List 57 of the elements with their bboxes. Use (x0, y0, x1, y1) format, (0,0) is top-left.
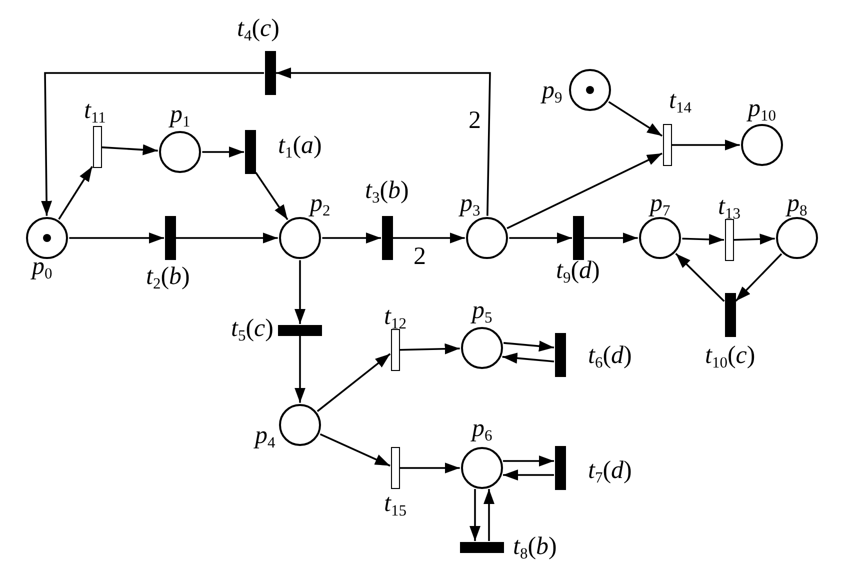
transition-label: t$_{3}$(b) (365, 178, 409, 206)
place-label: p$_{9}$ (542, 78, 562, 106)
transition-label: t$_{4}$(c) (237, 16, 280, 44)
place-label: p$_{0}$ (32, 254, 52, 282)
arc-arrow (176, 232, 278, 244)
arc-arrow (58, 166, 93, 220)
arc-arrow (393, 232, 465, 244)
arc-arrow (675, 252, 725, 302)
arc-arrow (470, 489, 480, 541)
arc-arrow (506, 152, 662, 230)
arc-arrow (682, 234, 724, 245)
place-label: p$_{2}$ (310, 191, 330, 220)
transition-label: t$_{8}$(b) (513, 534, 557, 562)
arc-arrow (672, 140, 740, 150)
place-label: p$_{10}$ (748, 96, 776, 124)
arc-arrow (41, 72, 264, 216)
arc-arrow (400, 462, 460, 474)
arc-arrow (503, 470, 554, 480)
arc-arrow (102, 144, 158, 156)
place-label: p$_{6}$ (472, 416, 492, 444)
transition-label: t$_{10}$(c) (705, 343, 756, 372)
arc-arrow (276, 68, 491, 216)
place-label: p$_{5}$ (472, 298, 492, 326)
place-label: p$_{1}$ (170, 102, 190, 130)
arc-arrow (294, 336, 306, 403)
arc-arrow (484, 489, 494, 541)
transition-label: t$_{2}$(b) (146, 264, 190, 292)
transition-label: t$_{12}$ (384, 304, 406, 332)
place-label: p$_{8}$ (787, 191, 808, 220)
transition-label: t$_{13}$ (718, 194, 740, 222)
arc-arrow (320, 433, 390, 467)
arc-arrow (400, 343, 460, 354)
arc-arrow (294, 260, 306, 324)
arc-arrow (584, 232, 638, 244)
place-label: p$_{7}$ (650, 191, 670, 220)
transition-label: t$_{11}$ (84, 98, 106, 126)
place-label: p$_{4}$ (255, 423, 276, 452)
arc-arrow (502, 352, 554, 364)
arc-arrow (735, 253, 782, 302)
arc-arrow (202, 146, 244, 158)
transition-label: t$_{15}$ (384, 491, 406, 520)
transition-label: t$_{1}$(a) (278, 133, 322, 162)
arc-arrow (69, 232, 164, 244)
arc-arrow (503, 340, 554, 352)
transition-label: t$_{5}$(c) (231, 316, 274, 344)
arc-arrow (316, 353, 391, 412)
transition-label: t$_{14}$ (669, 88, 692, 116)
arc-arrow (503, 456, 554, 466)
place-label: p$_{3}$ (460, 191, 480, 220)
arc-arrow (608, 101, 663, 137)
arc-arrow (509, 232, 572, 244)
transition-label: t$_{9}$(d) (556, 258, 600, 286)
arc-arrow (734, 234, 775, 245)
transition-label: t$_{7}$(d) (588, 458, 632, 486)
arc-arrow (255, 172, 288, 220)
transition-label: t$_{6}$(d) (588, 343, 632, 372)
arc-arrow (322, 232, 381, 244)
